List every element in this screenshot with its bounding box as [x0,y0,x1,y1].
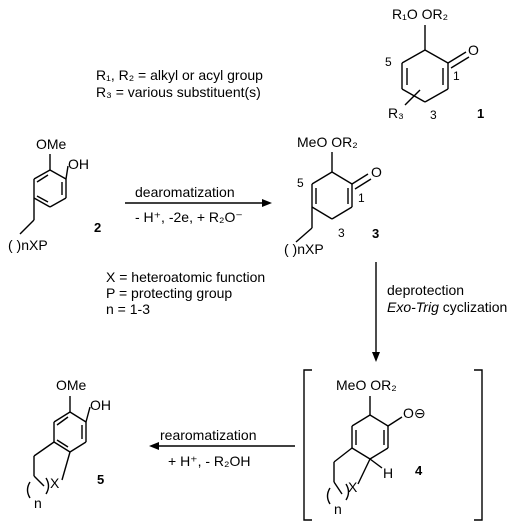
c3-side-chain: ( )nXP [284,241,324,257]
c5-ome: OMe [56,377,87,393]
c5-chain [33,475,45,487]
c2-aromatic [36,195,49,203]
c5-ring [69,411,87,423]
c1-r3: R₃ [388,105,404,121]
c3-carbonyl-o: O [371,164,382,180]
c4-ring [369,447,389,460]
c1-number: 1 [477,106,484,121]
bracket-right [474,369,483,521]
cyclization-label-1: deprotection [387,282,464,298]
c4-chain [333,481,343,495]
c1-pos-5: 5 [385,55,392,69]
c4-x: X [348,479,358,495]
c1-bond [401,49,426,64]
c4-ring [351,414,371,427]
c1-bond [424,49,449,64]
c2-number: 2 [94,220,101,235]
c4-chain [333,447,353,463]
c3-chain [295,227,313,243]
c4-paren [345,483,350,501]
c1-pos-3: 3 [430,108,437,122]
c4-chain [357,458,371,485]
c5-chain [61,451,71,481]
c5-n: n [34,495,42,511]
c4-ring [369,414,389,427]
c4-ring [351,447,371,460]
c4-h-bond [369,458,383,469]
c2-ring [49,169,67,180]
c1-substituents: R₁O OR₂ [392,6,448,22]
c5-paren [26,481,31,499]
c5-paren [45,477,50,495]
c5-ring [53,411,71,423]
c1-carbonyl-o: O [468,42,479,58]
c3-number: 3 [372,226,379,241]
c4-enolate-o: O⊖ [403,405,426,421]
c4-n: n [334,501,342,517]
c5-bond [85,406,91,423]
c2-chain [19,219,35,235]
c1-bond [401,88,426,103]
rearomatization-arrowhead [149,442,159,450]
c4-paren [326,487,331,505]
compound-1: R₁O OR₂ O 5 1 3 R₃ 1 [385,6,484,122]
exo-trig-label: Exo-Trig [387,299,439,315]
c2-ome: OMe [36,136,67,152]
c1-r3-bond [404,89,421,106]
c5-aromatic [56,439,69,448]
c4-h: H [383,465,393,481]
c1-bond [424,88,449,103]
c1-pos-1: 1 [453,69,460,83]
c3-ring [331,206,353,220]
c5-ring [69,441,87,453]
c5-x: X [50,475,60,491]
c2-ring [33,197,51,208]
c3-carbonyl [351,173,369,185]
compound-3: MeO OR₂ O 5 1 3 ( )nXP 3 [284,134,382,257]
definition-n: n = 1-3 [106,301,150,317]
c2-ring [49,197,67,208]
cyclization-word: cyclization [439,299,507,315]
c5-ring [53,441,71,453]
c5-aromatic [56,416,69,426]
c3-pos-1: 1 [358,191,365,205]
c4-substituents: MeO OR₂ [336,377,397,393]
c2-bond [65,165,69,180]
c5-oh: OH [90,397,111,413]
compound-5: OMe OH X n 5 [26,377,111,511]
cyclization-arrowhead [372,352,380,362]
c2-oh: OH [68,156,89,172]
dearomatization-arrowhead [262,199,272,207]
c5-chain [33,441,55,457]
rearomatization-label: rearomatization [160,427,257,443]
bracket-left [303,369,312,521]
cyclization-label-2: Exo-Trig cyclization [387,299,507,315]
c3-pos-5: 5 [297,176,304,190]
c4-enolate-bond [387,416,403,427]
c3-ring [331,171,353,185]
definition-r1-r2: R₁, R₂ = alkyl or acyl group [96,67,263,83]
c3-pos-3: 3 [338,226,345,240]
rearomatization-conditions: + H⁺, - R₂OH [168,453,250,469]
definition-r3: R₃ = various substituent(s) [96,84,261,100]
c4-number: 4 [415,463,423,478]
c2-aromatic [36,174,49,183]
definition-p: P = protecting group [106,285,232,301]
dearomatization-label: dearomatization [135,184,235,200]
compound-4: MeO OR₂ O⊖ H X n 4 [303,369,483,521]
c1-carbonyl [450,56,470,69]
c1-carbonyl [447,51,467,64]
c5-number: 5 [97,472,104,487]
dearomatization-conditions: - H⁺, -2e, + R₂O⁻ [135,209,243,225]
compound-2: OMe OH ( )nXP 2 [8,136,101,253]
c3-ring [311,206,333,220]
c3-substituents: MeO OR₂ [297,134,358,150]
definition-x: X = heteroatomic function [106,269,265,285]
c3-ring [311,171,333,185]
c3-carbonyl [354,178,372,190]
c2-side-chain: ( )nXP [8,237,48,253]
c2-ring [33,169,51,180]
